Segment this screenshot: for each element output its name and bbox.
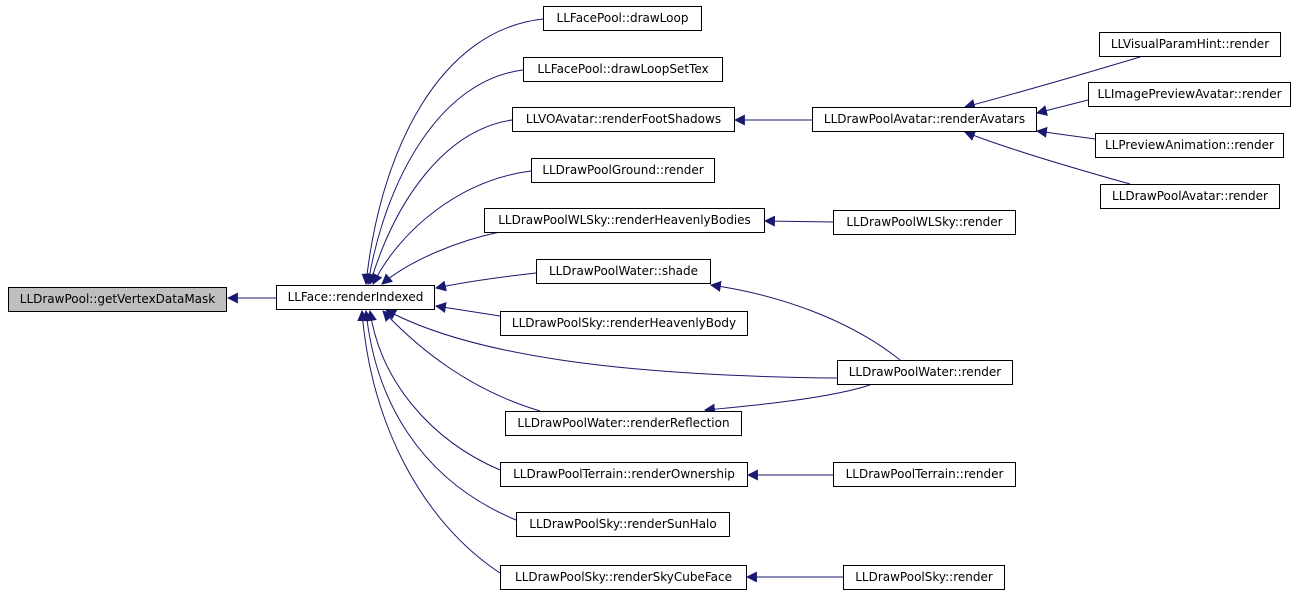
node-imagePreviewAvatar[interactable]: LLImagePreviewAvatar::render: [1088, 82, 1291, 107]
edge-terrainOwnership-to-renderIndexed: [365, 309, 501, 471]
edge-wlskyRender-to-wlskyHeavenly: [763, 215, 834, 227]
edge-wlskyHeavenly-to-renderIndexed: [381, 231, 501, 285]
node-terrainOwnership[interactable]: LLDrawPoolTerrain::renderOwnership: [500, 462, 748, 487]
node-waterShade[interactable]: LLDrawPoolWater::shade: [536, 259, 711, 284]
node-waterReflection[interactable]: LLDrawPoolWater::renderReflection: [505, 411, 742, 436]
node-skyHeavenlyBody[interactable]: LLDrawPoolSky::renderHeavenlyBody: [500, 311, 748, 336]
edge-skySunHalo-to-renderIndexed: [361, 309, 517, 521]
node-wlskyRender[interactable]: LLDrawPoolWLSky::render: [833, 210, 1016, 235]
node-avatarRender[interactable]: LLDrawPoolAvatar::render: [1100, 184, 1280, 209]
edge-drawLoopSetTex-to-renderIndexed: [364, 69, 524, 286]
edge-waterReflection-to-renderIndexed: [382, 310, 541, 412]
node-getVertexDataMask[interactable]: LLDrawPool::getVertexDataMask: [8, 287, 227, 312]
node-renderIndexed[interactable]: LLFace::renderIndexed: [276, 285, 435, 310]
node-renderAvatars[interactable]: LLDrawPoolAvatar::renderAvatars: [812, 107, 1037, 132]
node-visualParamHint[interactable]: LLVisualParamHint::render: [1099, 32, 1281, 57]
node-skySunHalo[interactable]: LLDrawPoolSky::renderSunHalo: [516, 512, 730, 537]
edge-renderFootShadows-to-renderIndexed: [367, 119, 513, 286]
edge-waterRender-to-renderIndexed: [385, 309, 838, 379]
node-waterRender[interactable]: LLDrawPoolWater::render: [837, 360, 1013, 385]
edge-drawLoop-to-renderIndexed: [361, 18, 544, 286]
node-renderFootShadows[interactable]: LLVOAvatar::renderFootShadows: [512, 107, 735, 132]
node-drawLoopSetTex[interactable]: LLFacePool::drawLoopSetTex: [523, 57, 723, 82]
node-previewAnimation[interactable]: LLPreviewAnimation::render: [1095, 133, 1284, 158]
edge-groundRender-to-renderIndexed: [372, 170, 532, 285]
edge-visualParamHint-to-renderAvatars: [963, 56, 1141, 110]
edge-imagePreviewAvatar-to-renderAvatars: [1035, 99, 1089, 116]
node-terrainRender[interactable]: LLDrawPoolTerrain::render: [833, 462, 1016, 487]
node-groundRender[interactable]: LLDrawPoolGround::render: [531, 158, 715, 183]
edge-skyCubeFace-to-renderIndexed: [357, 309, 501, 574]
node-skyRender[interactable]: LLDrawPoolSky::render: [843, 565, 1005, 590]
node-skyCubeFace[interactable]: LLDrawPoolSky::renderSkyCubeFace: [500, 565, 747, 590]
node-drawLoop[interactable]: LLFacePool::drawLoop: [543, 6, 702, 31]
edge-avatarRender-to-renderAvatars: [963, 130, 1131, 185]
edge-waterRender-to-waterReflection: [703, 384, 871, 415]
node-wlskyHeavenly[interactable]: LLDrawPoolWLSky::renderHeavenlyBodies: [484, 208, 765, 233]
edge-waterShade-to-renderIndexed: [434, 272, 537, 292]
edge-waterRender-to-waterShade: [709, 280, 901, 361]
edge-previewAnimation-to-renderAvatars: [1035, 126, 1096, 140]
edge-skyHeavenlyBody-to-renderIndexed: [434, 302, 501, 317]
